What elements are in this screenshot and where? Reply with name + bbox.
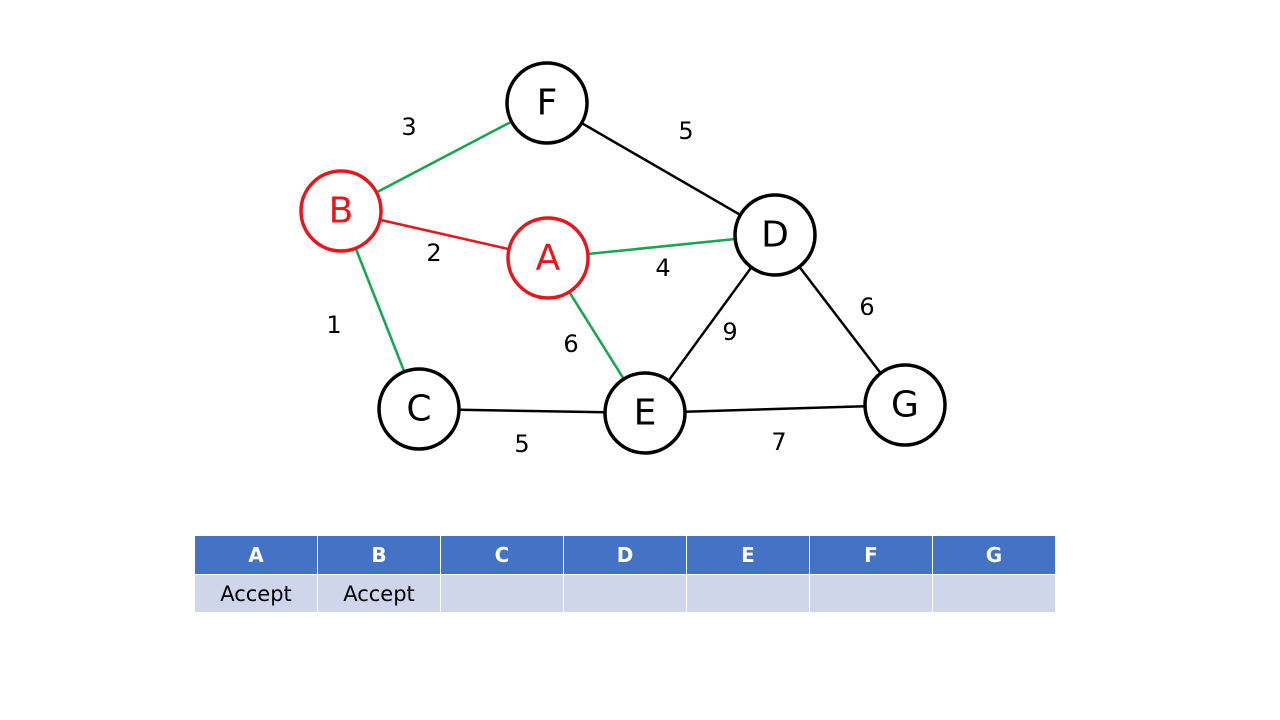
- node-circle-b: [299, 169, 383, 253]
- header-cell-g: G: [932, 535, 1056, 575]
- edge-b-f: [375, 120, 513, 194]
- status-cell-a: Accept: [194, 574, 318, 613]
- node-a: A: [506, 216, 590, 300]
- node-label-d: D: [761, 215, 789, 256]
- node-label-c: C: [406, 389, 431, 430]
- status-cell-g: [932, 574, 1056, 613]
- status-cell-b: Accept: [317, 574, 441, 613]
- edge-a-e: [568, 291, 625, 380]
- node-circle-f: [505, 61, 589, 145]
- node-c: C: [377, 367, 461, 451]
- edge-d-e: [667, 266, 753, 382]
- node-b: B: [299, 169, 383, 253]
- edge-b-c: [354, 247, 406, 373]
- edge-weight-f-d: 5: [678, 117, 693, 145]
- edge-weight-b-a: 2: [426, 239, 441, 267]
- edge-a-d: [587, 237, 736, 256]
- node-circle-d: [733, 193, 817, 277]
- node-label-a: A: [536, 238, 561, 279]
- nodes-layer: A B C D E F G: [299, 61, 947, 455]
- node-label-b: B: [329, 191, 354, 232]
- edge-weight-d-g: 6: [859, 293, 874, 321]
- node-label-f: F: [537, 83, 558, 124]
- status-cell-d: [563, 574, 687, 613]
- header-cell-e: E: [686, 535, 810, 575]
- node-circle-a: [506, 216, 590, 300]
- node-e: E: [603, 371, 687, 455]
- edge-f-d: [580, 121, 742, 217]
- edges-layer: 3 5 2 4 1 6 9 6 5 7: [326, 113, 882, 458]
- node-circle-e: [603, 371, 687, 455]
- edge-weight-b-f: 3: [401, 113, 416, 141]
- edge-e-g: [684, 404, 866, 414]
- node-g: G: [863, 363, 947, 447]
- header-cell-d: D: [563, 535, 687, 575]
- header-cell-f: F: [809, 535, 933, 575]
- edge-weight-a-d: 4: [655, 254, 670, 282]
- edge-weight-b-c: 1: [326, 311, 341, 339]
- edge-weight-e-g: 7: [771, 428, 786, 456]
- table-row: Accept Accept: [194, 574, 1056, 613]
- status-cell-c: [440, 574, 564, 613]
- node-circle-g: [863, 363, 947, 447]
- edge-weight-c-e: 5: [514, 430, 529, 458]
- edge-weight-d-e: 9: [722, 318, 737, 346]
- edge-c-e: [458, 408, 606, 414]
- node-label-e: E: [634, 393, 657, 434]
- status-cell-f: [809, 574, 933, 613]
- edge-b-a: [379, 218, 510, 251]
- header-cell-b: B: [317, 535, 441, 575]
- node-status-table: A B C D E F G Accept Accept: [194, 535, 1056, 613]
- node-f: F: [505, 61, 589, 145]
- header-cell-a: A: [194, 535, 318, 575]
- graph-diagram: 3 5 2 4 1 6 9 6 5 7 A B C D E F G: [299, 61, 947, 458]
- node-circle-c: [377, 367, 461, 451]
- node-d: D: [733, 193, 817, 277]
- edge-weight-a-e: 6: [563, 330, 578, 358]
- header-cell-c: C: [440, 535, 564, 575]
- status-cell-e: [686, 574, 810, 613]
- edge-d-g: [798, 266, 882, 374]
- node-label-g: G: [891, 385, 919, 426]
- table-header-row: A B C D E F G: [194, 535, 1056, 575]
